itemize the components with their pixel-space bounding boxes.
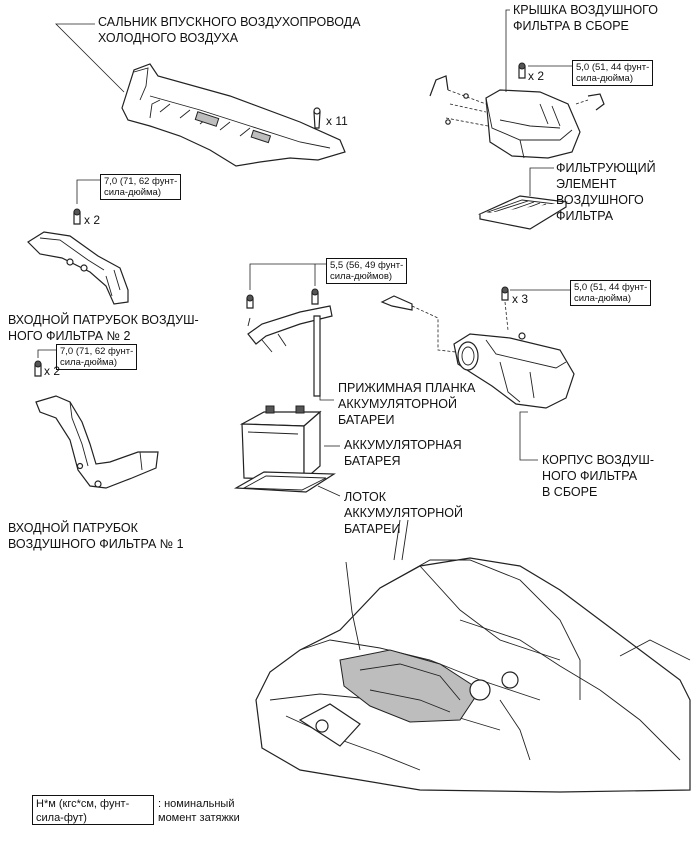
bolt-icon-filter-cap bbox=[518, 62, 526, 79]
torque-box-inlet-1: 7,0 (71, 62 фунт- сила-дюйма) bbox=[56, 344, 138, 370]
filter-cap-drawing bbox=[429, 75, 605, 159]
torque-box-battery-clamp: 5,5 (56, 49 фунт- сила-дюймов) bbox=[326, 258, 408, 284]
bolt-icon-inlet-1 bbox=[34, 360, 42, 377]
bolt-icon-clamp-left bbox=[246, 294, 254, 309]
intake-seal-drawing bbox=[121, 63, 346, 167]
bolt-icon-clamp-right bbox=[311, 288, 319, 305]
legend-box: Н*м (кгс*см, фунт- сила-фут) bbox=[32, 795, 154, 825]
leader-clamp-label bbox=[319, 396, 334, 401]
qty-filter-case: x 3 bbox=[512, 292, 529, 306]
torque-box-filter-cap: 5,0 (51, 44 фунт- сила-дюйма) bbox=[572, 60, 654, 86]
leader-filter-cap bbox=[505, 9, 510, 92]
leader-filter-element bbox=[529, 167, 554, 196]
leader-clamp-torque bbox=[249, 263, 326, 290]
label-inlet-1: ВХОДНОЙ ПАТРУБОК ВОЗДУШНОГО ФИЛЬТРА № 1 bbox=[8, 521, 184, 551]
qty-inlet-2: x 2 bbox=[84, 213, 101, 227]
bolt-icon-filter-case bbox=[501, 286, 509, 301]
filter-case-drawing bbox=[380, 295, 575, 409]
leader-intake-seal bbox=[55, 23, 125, 93]
clip-icon-seal bbox=[313, 107, 321, 129]
torque-box-inlet-2: 7,0 (71, 62 фунт- сила-дюйма) bbox=[100, 174, 182, 200]
leader-inlet-2-torque bbox=[76, 179, 100, 204]
legend-text: : номинальный момент затяжки bbox=[158, 798, 240, 824]
label-battery-clamp: ПРИЖИМНАЯ ПЛАНКА АККУМУЛЯТОРНОЙ БАТАРЕИ bbox=[338, 381, 476, 427]
bolt-icon-inlet-2 bbox=[73, 208, 81, 225]
filter-element-drawing bbox=[478, 195, 568, 230]
inlet-2-drawing bbox=[27, 231, 129, 305]
label-inlet-2: ВХОДНОЙ ПАТРУБОК ВОЗДУШ- НОГО ФИЛЬТРА № … bbox=[8, 313, 199, 343]
label-filter-cap: КРЫШКА ВОЗДУШНОГО ФИЛЬТРА В СБОРЕ bbox=[513, 3, 658, 33]
leader-tray bbox=[317, 485, 341, 497]
label-filter-case: КОРПУС ВОЗДУШ- НОГО ФИЛЬТРА В СБОРЕ bbox=[542, 453, 654, 499]
battery-tray-drawing bbox=[233, 471, 336, 493]
leader-filter-case-bolt bbox=[504, 301, 509, 331]
vehicle-engine-bay-drawing bbox=[255, 519, 691, 793]
qty-seal-clips: x 11 bbox=[326, 114, 348, 128]
inlet-1-drawing bbox=[35, 395, 159, 489]
battery-drawing bbox=[239, 405, 322, 482]
label-filter-element: ФИЛЬТРУЮЩИЙ ЭЛЕМЕНТ ВОЗДУШНОГО ФИЛЬТРА bbox=[556, 161, 656, 223]
torque-box-filter-case: 5,0 (51, 44 фунт- сила-дюйма) bbox=[570, 280, 652, 306]
qty-inlet-1: x 2 bbox=[44, 364, 61, 378]
leader-filter-case bbox=[519, 411, 538, 461]
battery-clamp-drawing bbox=[247, 305, 333, 397]
label-intake-seal: САЛЬНИК ВПУСКНОГО ВОЗДУХОПРОВОДА ХОЛОДНО… bbox=[98, 15, 361, 45]
qty-filter-cap: x 2 bbox=[528, 69, 545, 83]
label-battery: АККУМУЛЯТОРНАЯ БАТАРЕЯ bbox=[344, 438, 462, 468]
label-battery-tray: ЛОТОК АККУМУЛЯТОРНОЙ БАТАРЕИ bbox=[344, 490, 464, 536]
leader-inlet-1-torque bbox=[37, 349, 56, 358]
